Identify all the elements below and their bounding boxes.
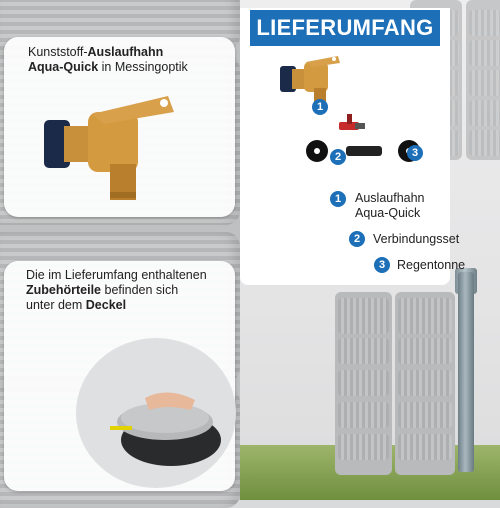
rain-tank: [395, 292, 455, 475]
rain-tank: [335, 292, 392, 475]
page-title: LIEFERUMFANG: [250, 10, 440, 46]
legend-badge-1: 1: [330, 191, 346, 207]
connector-illustration: [339, 114, 365, 130]
rain-tank-faded: [466, 0, 500, 160]
legend-badge-2: 2: [349, 231, 365, 247]
lid-photo-illustration: [76, 338, 236, 488]
connector-pipe: [346, 146, 382, 156]
tap-illustration: [280, 56, 340, 106]
badge-1: 1: [312, 99, 328, 115]
legend-item-1: Auslaufhahn Aqua-Quick: [355, 191, 425, 220]
legend-badge-3: 3: [374, 257, 390, 273]
tap-large-illustration: [44, 96, 174, 200]
gasket-ring-icon: [306, 140, 328, 162]
legend-item-3: Regentonne: [397, 258, 466, 272]
badge-2: 2: [330, 149, 346, 165]
accessories-caption: Die im Lieferumfang enthaltenen Zubehört…: [26, 268, 207, 312]
badge-3: 3: [407, 145, 423, 161]
tap-panel-caption: Kunststoff-Auslaufhahn Aqua-Quick in Mes…: [28, 45, 188, 74]
legend-item-2: Verbindungsset: [373, 232, 460, 246]
downpipe: [458, 272, 474, 472]
